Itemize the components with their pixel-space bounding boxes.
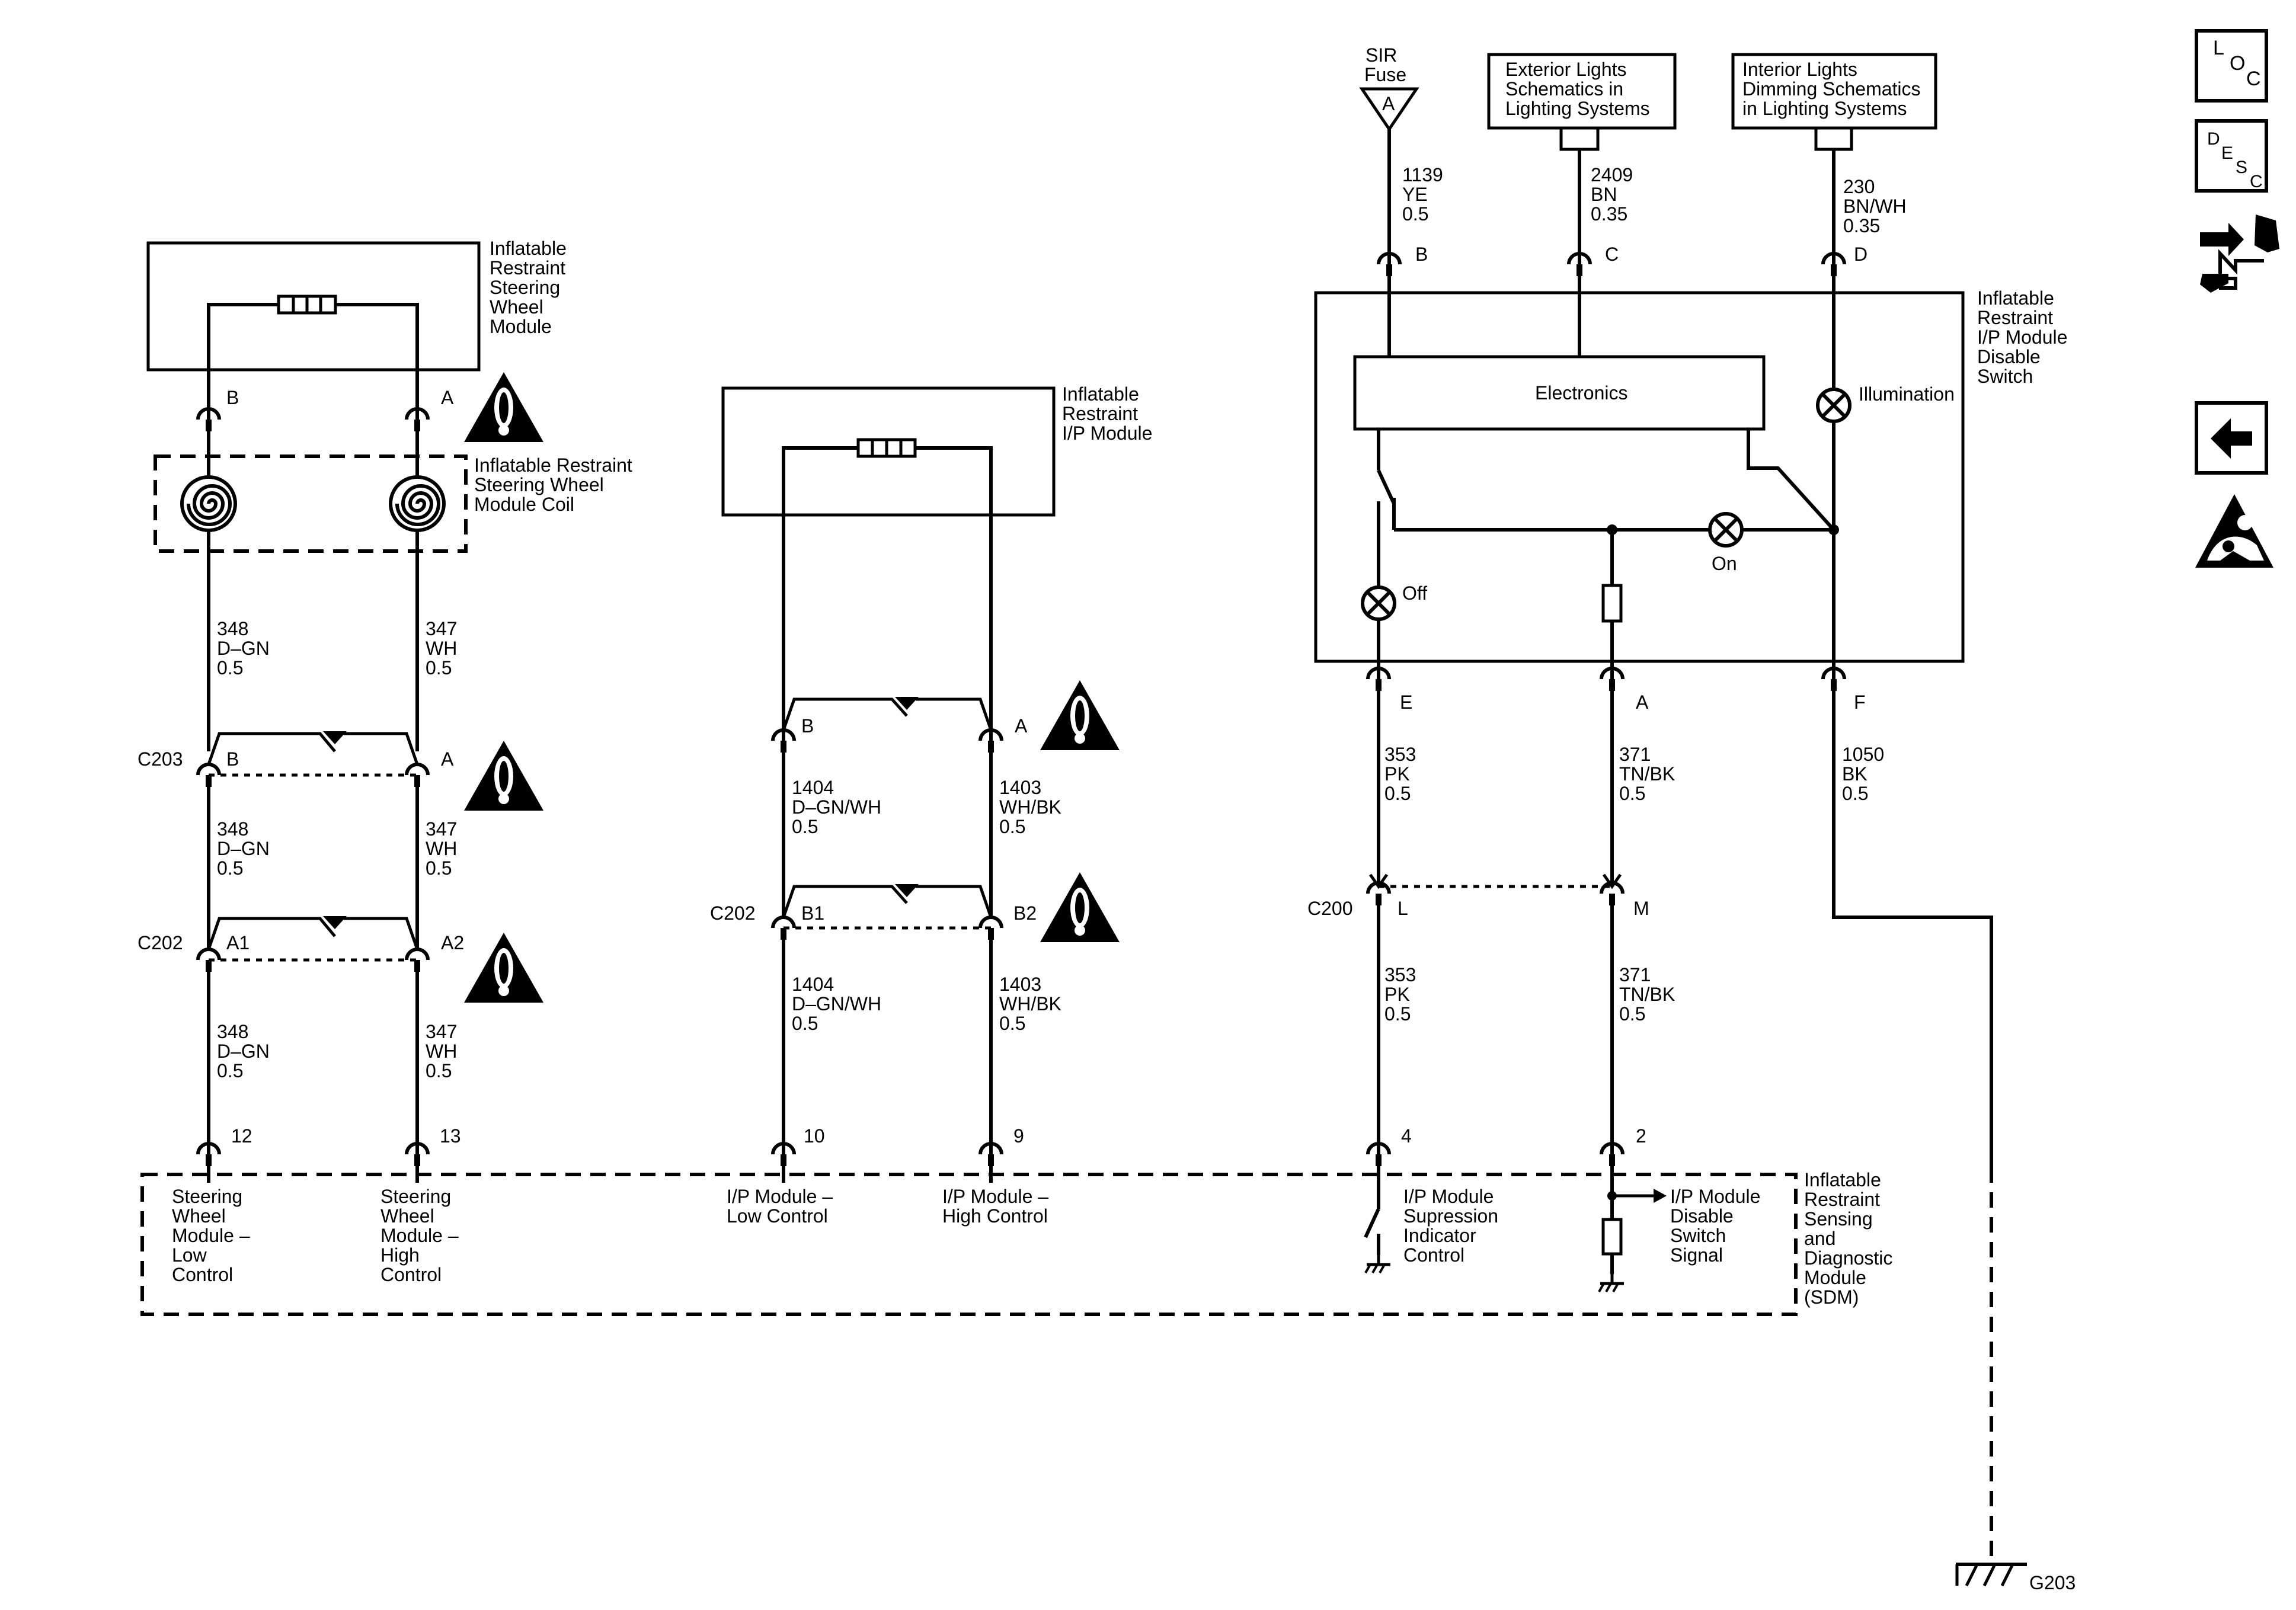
wire-348-a: 348 D–GN 0.5: [217, 618, 275, 678]
wire-347-a: 347 WH 0.5: [426, 618, 462, 678]
off-lamp-icon: [1363, 587, 1395, 619]
coil-left-icon: [182, 477, 235, 530]
wire-347-b: 347 WH 0.5: [426, 818, 462, 879]
desc-button[interactable]: D E S C: [2195, 119, 2268, 193]
wire-353-b: 353 PK 0.5: [1384, 964, 1421, 1025]
connector-c202-left: C202: [137, 932, 183, 953]
illumination-label: Illumination: [1859, 383, 1955, 405]
disable-switch-box: [1314, 291, 1965, 663]
wire-353-a: 353 PK 0.5: [1384, 744, 1421, 804]
signal-arrow-icon: [1654, 1189, 1667, 1203]
wire-230: 230 BN/WH 0.35: [1843, 176, 1912, 236]
pin-swm-b: B: [226, 387, 239, 408]
wire-1404-b: 1404 D–GN/WH 0.5: [792, 974, 887, 1034]
wire-347-c: 347 WH 0.5: [426, 1021, 462, 1081]
wire-2409: 2409 BN 0.35: [1591, 164, 1638, 225]
pin-sdm-9: 9: [1013, 1125, 1024, 1147]
coil-right-icon: [391, 477, 444, 530]
connector-c200: C200: [1307, 898, 1353, 919]
wire-371-a: 371 TN/BK 0.5: [1619, 744, 1680, 804]
pin-sw-e: E: [1400, 692, 1412, 713]
pin-sdm-4: 4: [1401, 1125, 1412, 1147]
sdm-sw-low-control: Steering Wheel Module – Low Control: [172, 1186, 255, 1285]
sir-fuse-letter: A: [1382, 93, 1395, 114]
pin-ipm-b: B: [801, 715, 814, 737]
pin-c203-b: B: [226, 748, 239, 770]
wire-1050: 1050 BK 0.5: [1842, 744, 1889, 804]
ip-module-label: Inflatable Restraint I/P Module: [1062, 383, 1152, 444]
airbag-icon[interactable]: [2195, 494, 2273, 568]
svg-text:S: S: [2236, 158, 2247, 177]
pin-c200-m: M: [1633, 898, 1649, 919]
pin-c202-b2: B2: [1013, 902, 1037, 924]
svg-text:E: E: [2221, 143, 2233, 163]
pin-c200-l: L: [1398, 898, 1408, 919]
wire-1403-a: 1403 WH/BK 0.5: [999, 777, 1067, 837]
pin-swm-a: A: [441, 387, 454, 408]
connector-c203: C203: [137, 748, 183, 770]
pin-sw-c: C: [1605, 244, 1619, 265]
pin-sdm-2: 2: [1636, 1125, 1646, 1147]
svg-text:O: O: [2230, 52, 2245, 75]
ip-module-box: [721, 386, 1056, 517]
electronics-label: Electronics: [1535, 382, 1628, 404]
pin-ipm-a: A: [1015, 715, 1028, 737]
sdm-suppression-control: I/P Module Supression Indicator Control: [1403, 1186, 1504, 1266]
sir-fuse-label: SIR Fuse: [1364, 44, 1406, 85]
interior-lights-ref: [1731, 53, 1937, 130]
pin-c203-a: A: [441, 748, 454, 770]
switch-resistor: [1601, 584, 1623, 623]
wire-371-b: 371 TN/BK 0.5: [1619, 964, 1680, 1025]
wire-1139: 1139 YE 0.5: [1402, 164, 1448, 225]
sw-coil-label: Inflatable Restraint Steering Wheel Modu…: [474, 454, 638, 515]
svg-text:C: C: [2250, 172, 2263, 191]
wire-1403-b: 1403 WH/BK 0.5: [999, 974, 1067, 1034]
svg-text:L: L: [2213, 37, 2224, 59]
sdm-ip-high-control: I/P Module – High Control: [942, 1186, 1054, 1227]
sw-module-box: [146, 241, 481, 372]
sw-module-label: Inflatable Restraint Steering Wheel Modu…: [490, 238, 572, 337]
pin-sdm-13: 13: [440, 1125, 461, 1147]
pin-sw-f: F: [1854, 692, 1866, 713]
sdm-box: [140, 1173, 1798, 1316]
illumination-lamp-icon: [1818, 389, 1850, 421]
sdm-resistor: [1601, 1218, 1623, 1256]
on-lamp-label: On: [1712, 553, 1737, 574]
off-lamp-label: Off: [1402, 582, 1427, 604]
svg-text:D: D: [2207, 129, 2220, 149]
pin-sdm-12: 12: [231, 1125, 252, 1147]
sdm-ground-left-icon: [1366, 1255, 1390, 1273]
back-arrow-icon[interactable]: [2195, 401, 2268, 475]
sdm-label: Inflatable Restraint Sensing and Diagnos…: [1804, 1169, 1898, 1308]
exterior-lights-ref-label: Exterior Lights Schematics in Lighting S…: [1505, 59, 1650, 119]
electronics-box: [1353, 355, 1766, 431]
svg-text:C: C: [2246, 68, 2261, 90]
pin-c202-a2: A2: [441, 932, 464, 953]
pin-sdm-10: 10: [804, 1125, 825, 1147]
pin-sw-d: D: [1854, 244, 1868, 265]
pin-sw-a: A: [1636, 692, 1649, 713]
interior-lights-ref-label: Interior Lights Dimming Schematics in Li…: [1742, 59, 1926, 119]
pin-sw-b: B: [1415, 244, 1428, 265]
ground-g203-label: G203: [2029, 1572, 2076, 1593]
sdm-disable-switch-signal: I/P Module Disable Switch Signal: [1670, 1186, 1766, 1266]
connector-c202-right: C202: [710, 902, 756, 924]
sw-coil-box: [154, 454, 468, 553]
pin-c202-a1: A1: [226, 932, 250, 953]
sdm-ground-right-icon: [1599, 1274, 1624, 1292]
wire-1404-a: 1404 D–GN/WH 0.5: [792, 777, 887, 837]
sir-fuse-icon: [1359, 87, 1419, 132]
sdm-sw-high-control: Steering Wheel Module – High Control: [380, 1186, 464, 1285]
loc-button[interactable]: L O C: [2195, 29, 2268, 103]
disable-switch-label: Inflatable Restraint I/P Module Disable …: [1977, 287, 2073, 387]
pin-c202-b1: B1: [801, 902, 824, 924]
exterior-lights-ref: [1487, 53, 1677, 130]
wire-348-c: 348 D–GN 0.5: [217, 1021, 275, 1081]
ground-g203-icon: [1955, 1563, 2027, 1587]
on-lamp-icon: [1710, 514, 1742, 546]
sdm-ip-low-control: I/P Module – Low Control: [727, 1186, 838, 1227]
wire-348-b: 348 D–GN 0.5: [217, 818, 275, 879]
connector-icon[interactable]: [2200, 215, 2279, 293]
